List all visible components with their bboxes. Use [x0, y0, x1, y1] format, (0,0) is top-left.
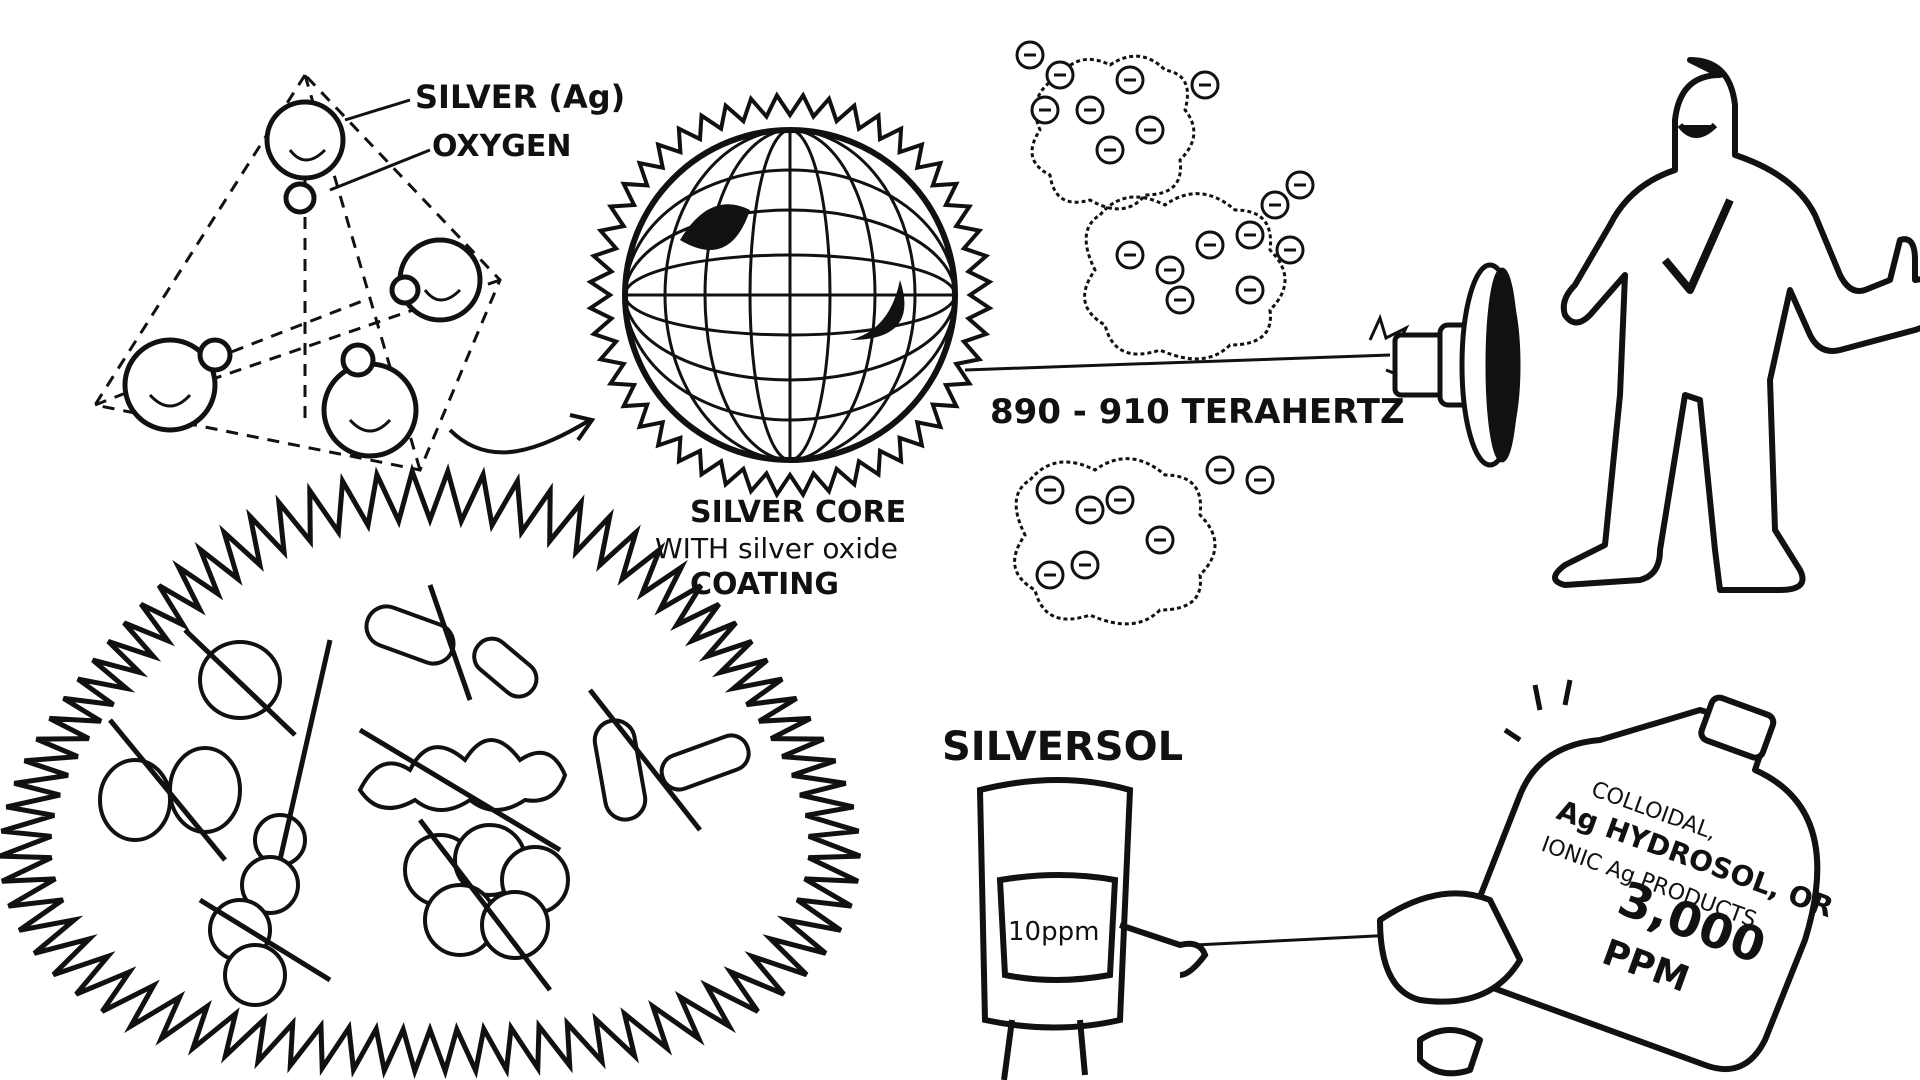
electron-icon — [1285, 170, 1315, 200]
electron-icon — [1045, 60, 1075, 90]
emitter-device — [1392, 262, 1521, 468]
silver-core-sphere — [586, 91, 994, 499]
electron-icon — [1030, 95, 1060, 125]
electron-icon — [1195, 230, 1225, 260]
frequency-label: 890 - 910 TERAHERTZ — [990, 392, 1405, 432]
microbe-burst — [0, 463, 862, 1080]
electron-icon — [1105, 485, 1135, 515]
electron-icon — [1165, 285, 1195, 315]
electron-icon — [1245, 465, 1275, 495]
electron-icon — [1275, 235, 1305, 265]
electron-icon — [1075, 95, 1105, 125]
terahertz-beam — [964, 313, 1424, 381]
silver-label: SILVER (Ag) — [415, 78, 625, 116]
core-label-line1: SILVER CORE — [690, 495, 906, 530]
competitor-bottle — [1377, 679, 1821, 1077]
electron-icon — [1145, 525, 1175, 555]
electron-icon — [1070, 550, 1100, 580]
electron-icon — [1135, 115, 1165, 145]
person-figure — [1552, 57, 1920, 593]
electron-icon — [1115, 65, 1145, 95]
electron-icon — [1095, 135, 1125, 165]
oxygen-label: OXYGEN — [432, 129, 572, 164]
silver-atom — [122, 99, 483, 459]
electron-icon — [1155, 255, 1185, 285]
electron-icon — [1205, 455, 1235, 485]
brand-label: SILVERSOL — [942, 724, 1183, 770]
electron-icon — [1235, 220, 1265, 250]
electron-icon — [1190, 70, 1220, 100]
electron-icon — [1235, 275, 1265, 305]
beaker-character — [976, 777, 1396, 1080]
core-label-line3: COATING — [690, 567, 839, 602]
electron-icon — [1035, 475, 1065, 505]
core-label-line2: WITH silver oxide — [655, 532, 898, 565]
electron-icon — [1015, 40, 1045, 70]
electron-icon — [1260, 190, 1290, 220]
electron-icon — [1015, 40, 1315, 590]
electron-icon — [1115, 240, 1145, 270]
electron-cloud — [1013, 54, 1287, 626]
silver-oxide-lattice — [92, 72, 596, 472]
beaker-label: 10ppm — [1008, 917, 1099, 947]
electron-icon — [1075, 495, 1105, 525]
electron-icon — [1035, 560, 1065, 590]
